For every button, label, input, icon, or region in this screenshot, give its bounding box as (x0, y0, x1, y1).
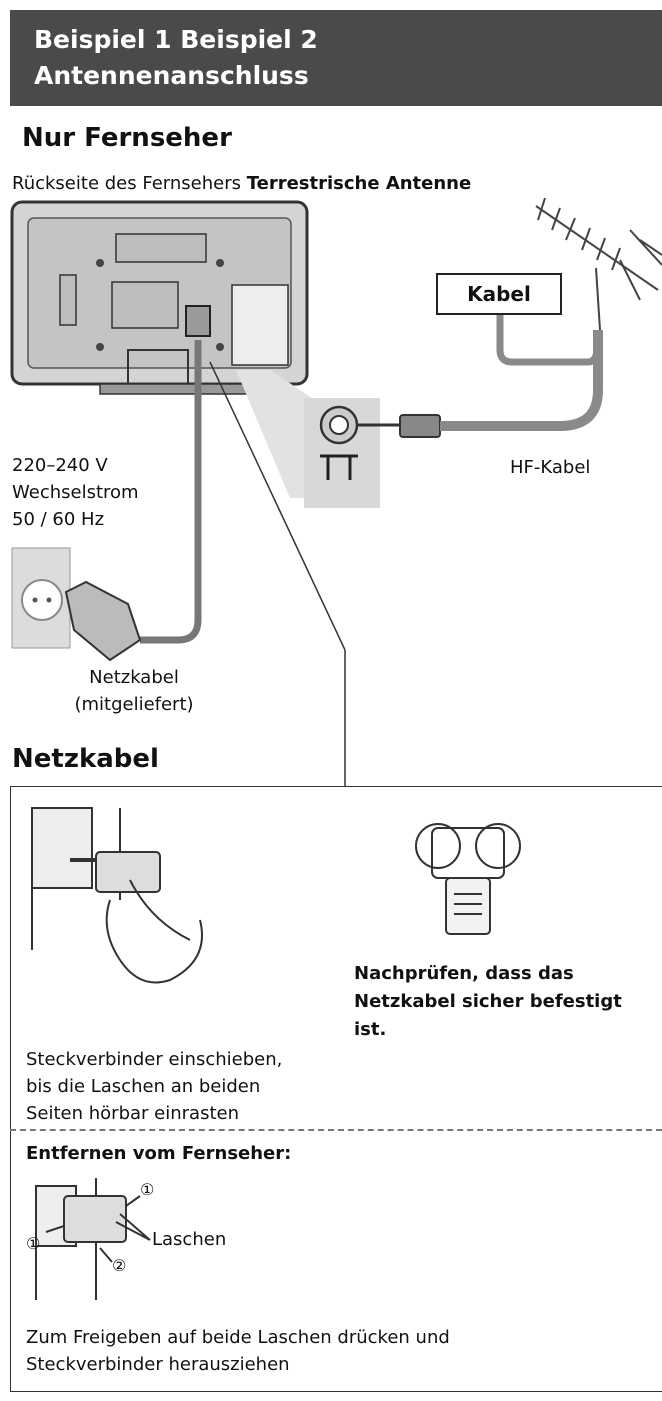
power-plug-icon (64, 580, 142, 662)
remove-instructions: Zum Freigeben auf beide Laschen drücken … (26, 1324, 450, 1378)
remove-line-1: Zum Freigeben auf beide Laschen drücken … (26, 1327, 450, 1348)
header-subtitle: Antennenanschluss (34, 61, 309, 90)
connector-check-illustration (415, 823, 521, 935)
check-line-3: ist. (354, 1019, 387, 1040)
power-frequency: 50 / 60 Hz (12, 509, 105, 530)
section-title-power: Netzkabel (12, 744, 159, 774)
connector-insert-illustration (31, 807, 203, 984)
terrestrial-antenna-icon (535, 197, 662, 331)
remove-line-2: Steckverbinder herausziehen (26, 1354, 290, 1375)
connector-remove-illustration (35, 1178, 151, 1300)
power-current-type: Wechselstrom (12, 482, 139, 503)
tv-rear-illustration (10, 200, 309, 395)
callout-1-left: ① (26, 1234, 41, 1253)
insert-instructions: Steckverbinder einschieben, bis die Lasc… (26, 1046, 282, 1127)
page-header: Beispiel 1 Beispiel 2 Antennenanschluss (10, 10, 662, 106)
power-cable-name: Netzkabel (89, 667, 179, 688)
antenna-label: Terrestrische Antenne (246, 173, 472, 194)
rear-label: Rückseite des Fernsehers (12, 173, 241, 194)
dashed-divider (10, 1129, 662, 1131)
kabel-box: Kabel (436, 273, 562, 315)
power-voltage: 220–240 V (12, 455, 108, 476)
check-instructions: Nachprüfen, dass das Netzkabel sicher be… (354, 960, 622, 1044)
check-line-2: Netzkabel sicher befestigt (354, 991, 622, 1012)
callout-1-right: ① (140, 1180, 155, 1199)
tabs-label: Laschen (152, 1229, 227, 1250)
power-cable-panel (10, 786, 662, 1392)
insert-line-2: bis die Laschen an beiden (26, 1076, 261, 1097)
check-line-1: Nachprüfen, dass das (354, 963, 574, 984)
callout-2: ② (112, 1256, 127, 1275)
insert-line-1: Steckverbinder einschieben, (26, 1049, 283, 1070)
header-title: Beispiel 1 Beispiel 2 (34, 25, 318, 54)
remove-title: Entfernen vom Fernseher: (26, 1143, 292, 1164)
rear-caption: Rückseite des Fernsehers Terrestrische A… (12, 170, 471, 197)
power-cable-note: (mitgeliefert) (74, 694, 194, 715)
power-cable-label: Netzkabel (mitgeliefert) (54, 664, 214, 718)
section-title-tv: Nur Fernseher (22, 123, 232, 153)
power-spec: 220–240 V Wechselstrom 50 / 60 Hz (12, 452, 139, 533)
antenna-socket-icon (319, 405, 359, 480)
insert-line-3: Seiten hörbar einrasten (26, 1103, 239, 1124)
wall-socket-icon (21, 579, 63, 621)
hf-cable-label: HF-Kabel (510, 457, 591, 478)
